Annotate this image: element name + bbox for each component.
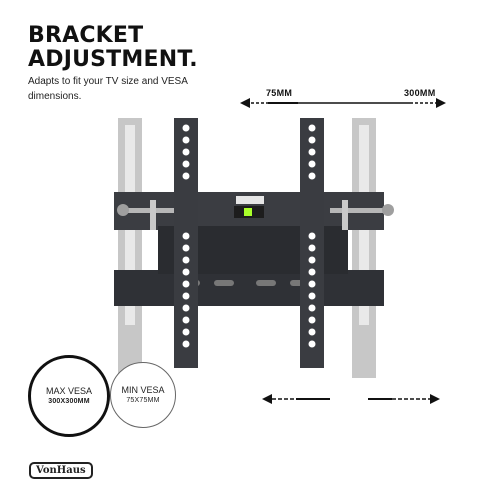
arm-hole: [182, 268, 190, 276]
arm-hole: [308, 316, 316, 324]
arm-hole: [182, 244, 190, 252]
max-vesa-badge: MAX VESA 300X300MM: [28, 355, 110, 437]
arm-hole: [182, 304, 190, 312]
arm-hole: [308, 124, 316, 132]
title-line-2: ADJUSTMENT.: [28, 47, 198, 72]
arm-hole: [182, 232, 190, 240]
arm-hole: [308, 280, 316, 288]
arm-hole: [308, 304, 316, 312]
arm-hole: [308, 292, 316, 300]
arm-hole: [308, 256, 316, 264]
arm-hole: [182, 328, 190, 336]
arm-holes: [182, 124, 316, 348]
ghost-arm-left: [118, 118, 142, 378]
arm-hole: [182, 292, 190, 300]
arm-hole: [182, 256, 190, 264]
arm-hole: [308, 172, 316, 180]
max-vesa-value: 300X300MM: [48, 397, 90, 405]
title-line-1: BRACKET: [28, 23, 144, 48]
arm-hole: [182, 148, 190, 156]
arm-hole: [308, 232, 316, 240]
max-dimension-label: 300MM: [404, 88, 436, 98]
arm-hole: [308, 136, 316, 144]
arm-hole: [308, 148, 316, 156]
arm-hole: [182, 172, 190, 180]
min-vesa-title: MIN VESA: [121, 384, 165, 395]
tilt-knob-left: [117, 200, 178, 230]
arm-hole: [182, 136, 190, 144]
min-vesa-value: 75X75MM: [126, 396, 160, 404]
brand-logo: VonHaus: [29, 462, 93, 479]
top-dimension-arrows: [240, 98, 446, 108]
arm-hole: [308, 268, 316, 276]
ghost-arm-right: [352, 118, 376, 378]
page-title: BRACKET ADJUSTMENT.: [28, 24, 198, 72]
arm-hole: [308, 244, 316, 252]
arm-hole: [308, 160, 316, 168]
min-vesa-badge: MIN VESA 75X75MM: [110, 362, 176, 428]
arm-left: [174, 118, 198, 368]
arm-right: [300, 118, 324, 368]
arm-hole: [182, 316, 190, 324]
arm-hole: [308, 340, 316, 348]
arm-hole: [308, 328, 316, 336]
arm-hole: [182, 124, 190, 132]
subtitle: Adapts to fit your TV size and VESA dime…: [28, 76, 188, 102]
arm-hole: [182, 280, 190, 288]
arm-hole: [182, 340, 190, 348]
min-dimension-label: 75MM: [266, 88, 293, 98]
bottom-dimension-arrows: [262, 394, 440, 404]
max-vesa-title: MAX VESA: [45, 385, 92, 396]
arm-hole: [182, 160, 190, 168]
tilt-knob-right: [330, 200, 394, 230]
